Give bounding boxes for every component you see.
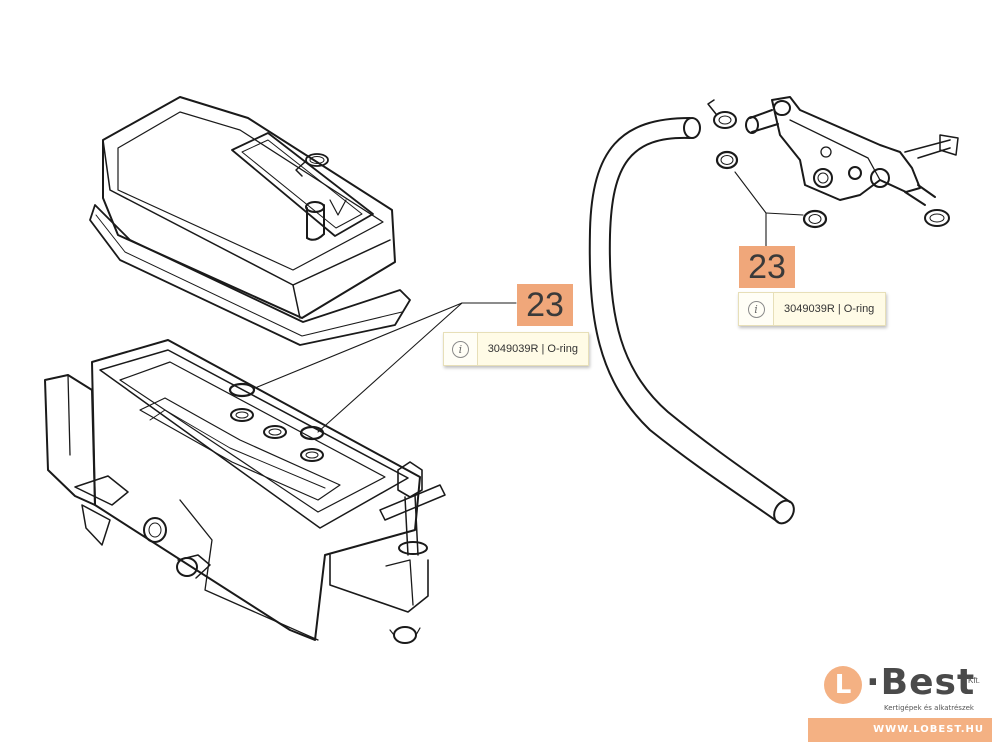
info-icon[interactable]: i <box>747 300 765 318</box>
part-info-left[interactable]: i 3049039R | O-ring <box>443 332 589 366</box>
hose-part <box>588 117 795 525</box>
part-info-right[interactable]: i 3049039R | O-ring <box>738 292 886 326</box>
bracket-part <box>707 96 959 227</box>
part-label-left: 3049039R | O-ring <box>487 343 578 355</box>
logo-url[interactable]: WWW.LOBEST.HU <box>808 718 992 742</box>
info-icon-cell: i <box>444 333 478 365</box>
housing-part <box>44 339 446 644</box>
cover-part <box>89 96 411 346</box>
lobest-logo: L ·Best Kft. Kertigépek és alkatrészek W… <box>808 660 992 742</box>
part-label-right: 3049039R | O-ring <box>784 303 875 315</box>
leader-lines <box>254 171 804 433</box>
logo-wordmark: ·Best <box>866 662 976 703</box>
callout-number-left[interactable]: 23 <box>517 284 573 326</box>
logo-tagline: Kertigépek és alkatrészek <box>884 704 974 712</box>
o-rings-right <box>715 150 828 229</box>
info-icon[interactable]: i <box>451 340 469 358</box>
callout-number-right[interactable]: 23 <box>739 246 795 288</box>
logo-suffix: Kft. <box>968 676 981 685</box>
info-icon-cell: i <box>739 293 774 325</box>
logo-mark: L <box>824 666 862 704</box>
